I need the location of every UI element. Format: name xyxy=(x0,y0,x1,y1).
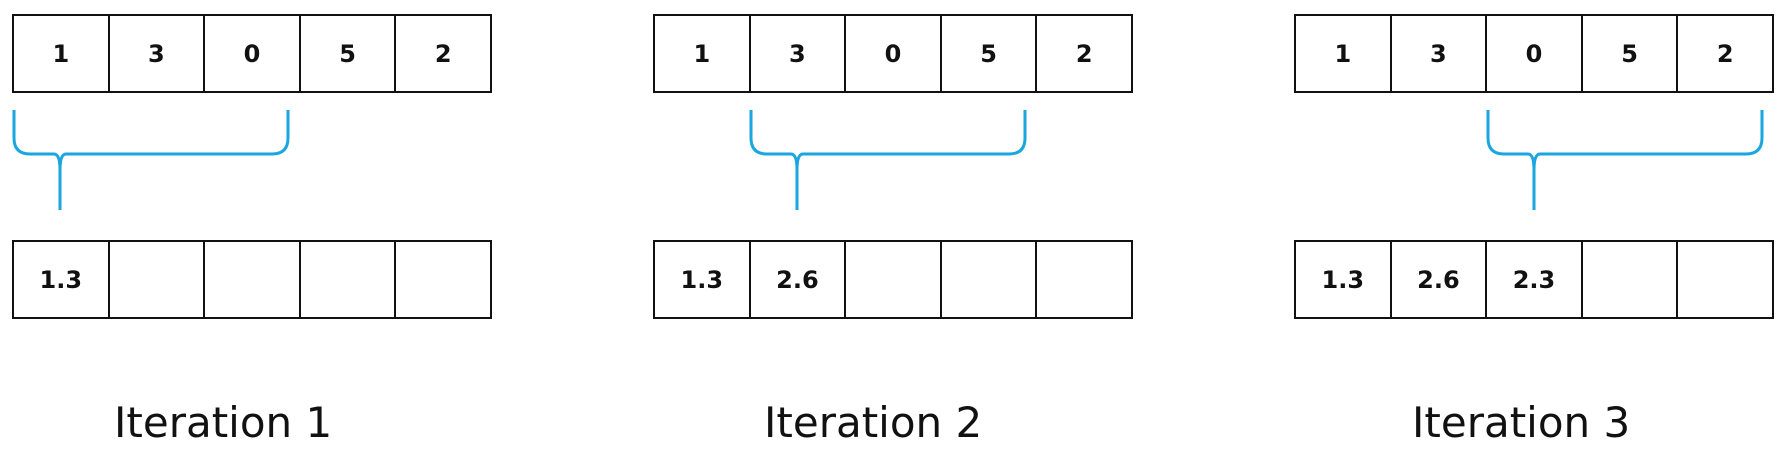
input-cell: 1 xyxy=(1296,16,1392,91)
iteration-caption: Iteration 2 xyxy=(764,398,983,447)
window-brace xyxy=(749,110,1027,210)
input-cell: 2 xyxy=(1716,39,1734,68)
output-cell xyxy=(942,242,1038,317)
window-brace-path xyxy=(749,110,1027,210)
output-array: 1.3 2.6 xyxy=(653,240,1133,319)
input-cell: 2 xyxy=(434,39,452,68)
output-cell: 1.3 xyxy=(14,242,110,317)
output-cell: 2.6 xyxy=(751,242,847,317)
output-cell: 2.6 xyxy=(1392,242,1488,317)
output-cell: 2.3 xyxy=(1487,242,1583,317)
window-brace xyxy=(1486,110,1764,210)
window-brace xyxy=(12,110,290,210)
input-cell: 5 xyxy=(1583,16,1679,91)
input-cell: 1 xyxy=(655,16,751,91)
iteration-caption: Iteration 3 xyxy=(1412,398,1631,447)
output-array: 1.3 2.6 2.3 xyxy=(1294,240,1774,319)
output-cell xyxy=(846,242,942,317)
input-cell: 3 xyxy=(751,16,847,91)
output-cell xyxy=(1583,242,1679,317)
output-cell xyxy=(396,242,490,317)
iteration-caption: Iteration 1 xyxy=(114,398,333,447)
output-array: 1.3 xyxy=(12,240,492,319)
input-cell: 3 xyxy=(110,16,206,91)
output-cell: 1.3 xyxy=(655,242,751,317)
iteration-panel-2: 1 3 0 5 2 1.3 2.6 Iteration 2 xyxy=(641,0,1133,469)
input-cell: 0 xyxy=(205,16,301,91)
input-array: 1 3 0 5 2 xyxy=(1294,14,1774,93)
iteration-panel-1: 1 3 0 5 2 1.3 Iteration 1 xyxy=(0,0,492,469)
input-array: 1 3 0 5 2 xyxy=(12,14,492,93)
input-cell: 3 xyxy=(1392,16,1488,91)
output-cell: 1.3 xyxy=(1296,242,1392,317)
input-cell: 2 xyxy=(1075,39,1093,68)
iteration-panel-3: 1 3 0 5 2 1.3 2.6 2.3 Iteration 3 xyxy=(1282,0,1774,469)
input-cell: 5 xyxy=(301,16,397,91)
output-cell xyxy=(110,242,206,317)
input-cell: 1 xyxy=(14,16,110,91)
output-cell xyxy=(1678,242,1772,317)
window-brace-path xyxy=(12,110,290,210)
input-array: 1 3 0 5 2 xyxy=(653,14,1133,93)
input-cell: 5 xyxy=(942,16,1038,91)
input-cell: 0 xyxy=(846,16,942,91)
output-cell xyxy=(1037,242,1131,317)
window-brace-path xyxy=(1486,110,1764,210)
input-cell: 0 xyxy=(1487,16,1583,91)
output-cell xyxy=(205,242,301,317)
output-cell xyxy=(301,242,397,317)
